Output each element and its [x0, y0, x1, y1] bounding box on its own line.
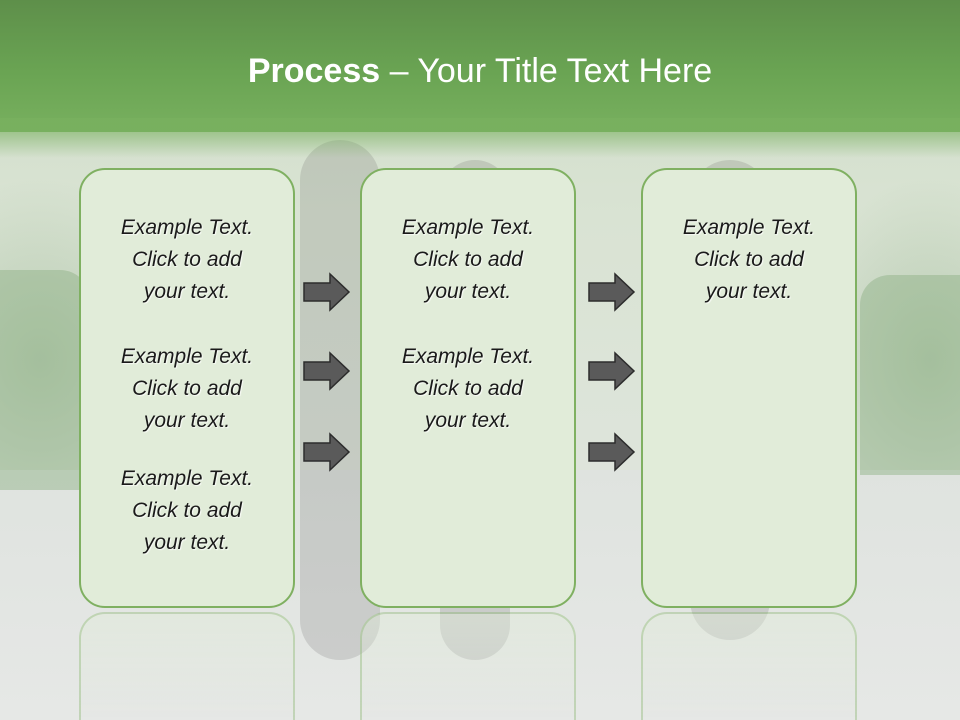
title-bar-fade [0, 118, 960, 158]
text-line: Example Text. [120, 216, 254, 239]
right-arrow-icon[interactable] [303, 432, 351, 472]
title-bold: Process [247, 52, 381, 90]
text-line: Click to add [132, 377, 242, 400]
text-line: Click to add [413, 248, 523, 271]
right-arrow-icon[interactable] [588, 351, 636, 391]
text-line: Example Text. [120, 467, 254, 490]
text-line: Example Text. [682, 216, 816, 239]
panel-text-block[interactable]: Example Text. Click to add your text. [79, 463, 295, 559]
text-line: Click to add [132, 248, 242, 271]
text-line: your text. [705, 280, 793, 303]
text-line: your text. [143, 409, 231, 432]
text-line: your text. [143, 280, 231, 303]
text-line: your text. [424, 280, 512, 303]
slide-title[interactable]: Process – Your Title Text Here [0, 52, 960, 91]
text-line: Click to add [413, 377, 523, 400]
text-line: your text. [143, 531, 231, 554]
panel-text-block[interactable]: Example Text. Click to add your text. [641, 212, 857, 308]
text-line: Example Text. [401, 345, 535, 368]
panel-text-block[interactable]: Example Text. Click to add your text. [79, 341, 295, 437]
panel-text-block[interactable]: Example Text. Click to add your text. [79, 212, 295, 308]
right-arrow-icon[interactable] [588, 432, 636, 472]
text-line: Click to add [132, 499, 242, 522]
panel-text-block[interactable]: Example Text. Click to add your text. [360, 212, 576, 308]
text-line: your text. [424, 409, 512, 432]
text-line: Click to add [694, 248, 804, 271]
text-line: Example Text. [401, 216, 535, 239]
process-panel-3[interactable]: Example Text. Click to add your text. [641, 168, 857, 608]
right-arrow-icon[interactable] [303, 272, 351, 312]
right-arrow-icon[interactable] [303, 351, 351, 391]
text-line: Example Text. [120, 345, 254, 368]
process-panel-2[interactable]: Example Text. Click to add your text. Ex… [360, 168, 576, 608]
title-bar [0, 0, 960, 132]
background-hedge-right [860, 275, 960, 475]
panel-reflection-2 [360, 612, 576, 720]
process-panel-1[interactable]: Example Text. Click to add your text. Ex… [79, 168, 295, 608]
panel-text-block[interactable]: Example Text. Click to add your text. [360, 341, 576, 437]
background-hedge-left [0, 270, 90, 490]
panel-reflection-1 [79, 612, 295, 720]
right-arrow-icon[interactable] [588, 272, 636, 312]
panel-reflection-3 [641, 612, 857, 720]
title-rest: – Your Title Text Here [380, 52, 713, 90]
